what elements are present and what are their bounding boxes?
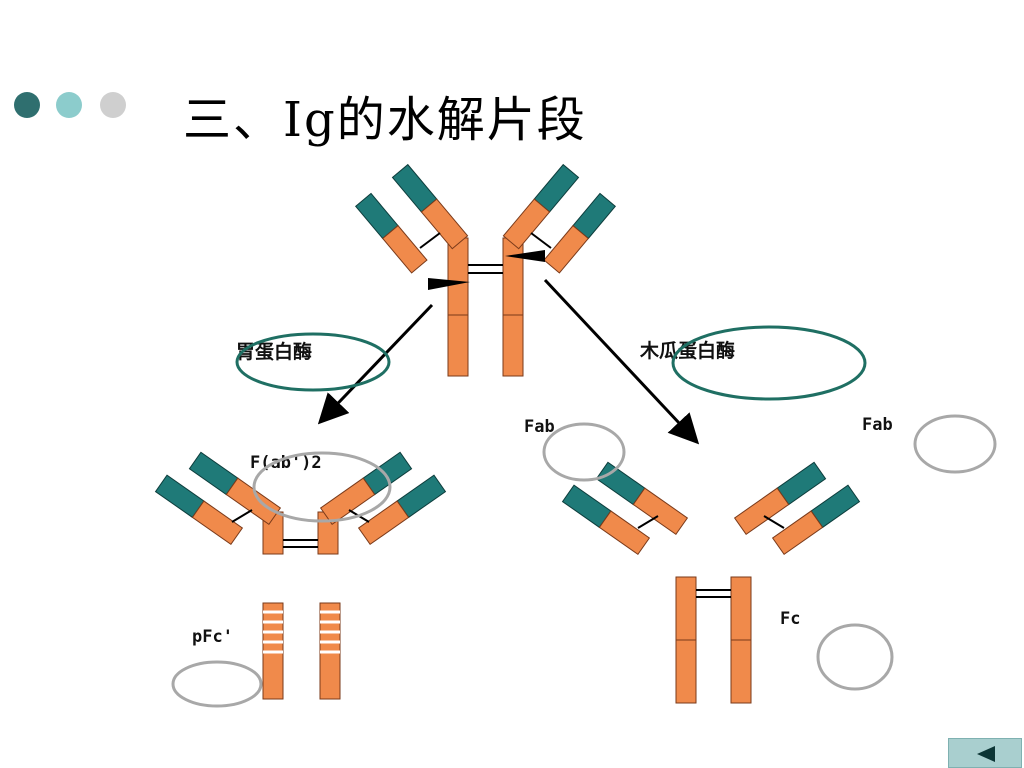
fab-circle-left: [542, 422, 626, 482]
fab-label-left: Fab: [524, 417, 555, 437]
page-title: 三、Ig的水解片段: [183, 92, 587, 148]
fc-label: Fc: [780, 609, 800, 629]
pepsin-arrow: [317, 303, 434, 425]
whole-antibody: [354, 163, 617, 377]
papain-cut-marker: [505, 250, 545, 262]
fab-fragment-left: [561, 461, 689, 556]
pepsin-cut-marker: [428, 278, 470, 290]
bullet-dot-light: [56, 92, 82, 118]
pepsin-label: 胃蛋白酶: [236, 340, 312, 363]
fab-label-right: Fab: [862, 415, 893, 435]
bullet-dot-dark: [14, 92, 40, 118]
papain-circle: [671, 325, 867, 401]
papain-label: 木瓜蛋白酶: [639, 339, 735, 362]
pfc-fragment: [262, 602, 341, 700]
fab-fragment-right: [733, 461, 861, 556]
fab2-circle: [252, 451, 392, 523]
papain-arrow: [543, 278, 700, 445]
blank-circle-right-top: [913, 414, 997, 474]
back-button[interactable]: [948, 738, 1022, 768]
triangle-left-icon: [977, 746, 995, 762]
fc-fragment: [675, 576, 752, 704]
bullet-dot-gray: [100, 92, 126, 118]
pfc-label: pFc': [192, 627, 233, 647]
fab2-fragment: [154, 451, 447, 555]
pepsin-circle: [235, 332, 391, 392]
blank-circle-right-bottom: [816, 623, 894, 691]
heavy-chain-stem-left: [447, 237, 469, 377]
heavy-chain-stem-right: [502, 237, 524, 377]
pfc-circle: [171, 660, 263, 708]
